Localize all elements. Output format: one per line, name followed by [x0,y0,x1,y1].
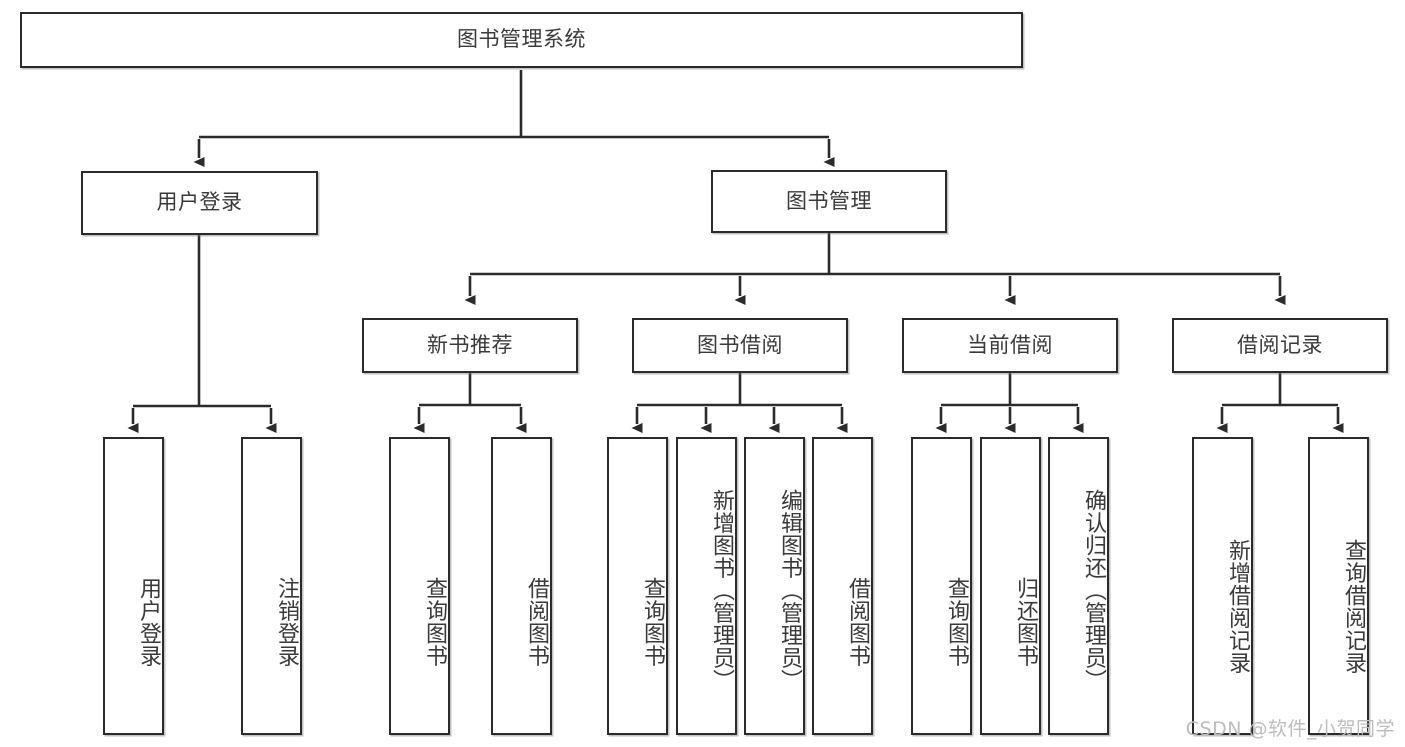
leaf-bb-query[interactable]: 查询图书 [607,437,668,735]
leaf-cb-confirm-label: 确认归还（管理员） [1081,488,1106,692]
node-root[interactable]: 图书管理系统 [20,12,1023,68]
leaf-bb-edit[interactable]: 编辑图书（管理员） [744,437,805,735]
leaf-bb-borrow-label: 借阅图书 [845,577,870,667]
node-new-book-rec-label: 新书推荐 [427,332,513,357]
leaf-logout[interactable]: 注销登录 [241,437,302,735]
leaf-cb-confirm[interactable]: 确认归还（管理员） [1048,437,1109,735]
leaf-bb-query-label: 查询图书 [640,577,665,667]
node-book-borrow-label: 图书借阅 [697,332,783,357]
node-root-label: 图书管理系统 [457,27,586,52]
node-book-manage-label: 图书管理 [786,188,872,213]
leaf-logout-label: 注销登录 [274,577,299,667]
leaf-user-login[interactable]: 用户登录 [103,437,164,735]
leaf-rec-borrow-label: 借阅图书 [524,577,549,667]
leaf-br-query-label: 查询借阅记录 [1341,538,1366,674]
node-book-borrow[interactable]: 图书借阅 [632,318,848,373]
node-borrow-record-label: 借阅记录 [1237,332,1323,357]
leaf-user-login-label: 用户登录 [136,577,161,667]
leaf-bb-borrow[interactable]: 借阅图书 [812,437,873,735]
node-book-manage[interactable]: 图书管理 [711,170,947,233]
leaf-br-add[interactable]: 新增借阅记录 [1192,437,1253,735]
leaf-br-query[interactable]: 查询借阅记录 [1308,437,1369,735]
leaf-rec-borrow[interactable]: 借阅图书 [491,437,552,735]
leaf-bb-add[interactable]: 新增图书（管理员） [676,437,737,735]
leaf-cb-query[interactable]: 查询图书 [911,437,972,735]
node-user-login[interactable]: 用户登录 [81,171,318,235]
node-borrow-record[interactable]: 借阅记录 [1172,318,1388,373]
leaf-cb-return[interactable]: 归还图书 [980,437,1041,735]
leaf-cb-return-label: 归还图书 [1013,577,1038,667]
node-current-borrow-label: 当前借阅 [967,332,1053,357]
leaf-bb-add-label: 新增图书（管理员） [709,488,734,692]
leaf-bb-edit-label: 编辑图书（管理员） [777,488,802,692]
node-new-book-rec[interactable]: 新书推荐 [362,318,578,373]
leaf-rec-query-label: 查询图书 [422,577,447,667]
leaf-cb-query-label: 查询图书 [944,577,969,667]
leaf-rec-query[interactable]: 查询图书 [389,437,450,735]
leaf-br-add-label: 新增借阅记录 [1225,538,1250,674]
node-user-login-label: 用户登录 [156,190,243,215]
node-current-borrow[interactable]: 当前借阅 [902,318,1118,373]
